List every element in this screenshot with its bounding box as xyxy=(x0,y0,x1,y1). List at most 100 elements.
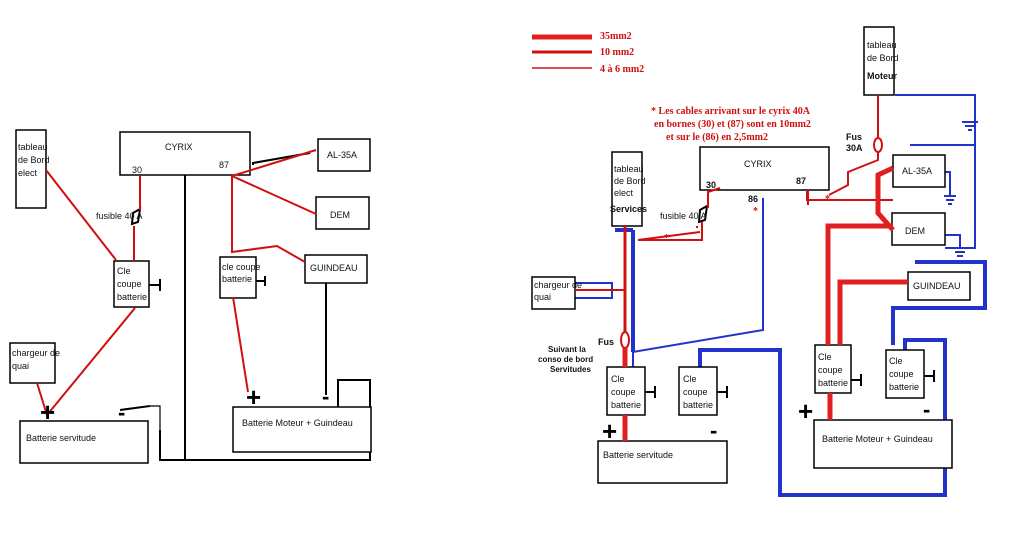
left-cle2-box xyxy=(219,256,257,299)
note-line-1: * Les cables arrivant sur le cyrix 40A xyxy=(651,106,811,117)
legend-label-4: 4 à 6 mm2 xyxy=(600,64,644,75)
right-a35-box xyxy=(892,154,946,188)
left-cyrix-label: CYRIX xyxy=(165,142,193,152)
left-cle1-label-3: batterie xyxy=(117,292,147,302)
right-terminal-87: 87 xyxy=(796,176,806,186)
right-tableau-serv-label-4: Services xyxy=(610,204,647,214)
left-guindeau-label: GUINDEAU xyxy=(310,263,358,273)
right-wire-dem-gnd xyxy=(945,234,961,248)
right-fusible-label: fusible 40 A xyxy=(660,211,707,221)
right-fuse-icon xyxy=(697,204,709,224)
right-star-87: * xyxy=(825,194,830,205)
right-a35-label: AL-35A xyxy=(902,166,932,176)
left-fusible-label: fusible 40 A xyxy=(96,211,143,221)
right-serv-minus: - xyxy=(710,418,717,443)
ground-icon-3 xyxy=(953,247,967,257)
right-guindeau-label: GUINDEAU xyxy=(913,281,961,291)
right-guindeau-box xyxy=(907,271,971,301)
right-cle2-label-3: batterie xyxy=(683,400,713,410)
left-tableau-label-3: elect xyxy=(18,168,38,178)
right-wire-35-guindeau xyxy=(837,279,908,345)
right-wire-35-dem-cle3 xyxy=(825,223,893,345)
left-chargeur-label-1: chargeur de xyxy=(12,348,60,358)
right-wire-35-a35-dem xyxy=(875,165,895,232)
left-wire-serv-neg2 xyxy=(150,405,161,430)
left-tableau-box xyxy=(15,129,47,209)
left-batt-serv-box xyxy=(19,420,149,464)
left-wire-chargeur xyxy=(36,382,48,416)
left-wire-tableau-cle xyxy=(45,169,117,261)
left-cyrix-box xyxy=(119,131,251,176)
right-cle4-label-3: batterie xyxy=(889,382,919,392)
right-cyrix-label: CYRIX xyxy=(744,159,772,169)
left-batt-serv-label: Batterie servitude xyxy=(26,433,96,443)
right-cle1-label-1: Cle xyxy=(611,374,625,384)
right-cle3-label-2: coupe xyxy=(818,365,843,375)
right-star-86: * xyxy=(753,206,758,217)
right-wire-neg-main xyxy=(698,338,947,497)
legend-label-10: 10 mm2 xyxy=(600,47,634,58)
right-cle2-switch-icon xyxy=(717,386,728,398)
right-cle4-label-2: coupe xyxy=(889,369,914,379)
left-serv-plus: + xyxy=(40,397,55,427)
left-terminal-30: 30 xyxy=(132,165,142,175)
left-tableau-label-2: de Bord xyxy=(18,155,50,165)
right-cle3-box xyxy=(814,344,852,394)
right-star-30: * xyxy=(664,233,669,244)
left-wire-87 xyxy=(252,152,311,165)
right-batt-mot-label: Batterie Moteur + Guindeau xyxy=(822,434,933,444)
right-wire-30 xyxy=(707,187,721,208)
left-cle1-label-2: coupe xyxy=(117,279,142,289)
right-tableau-serv-box xyxy=(611,151,643,227)
right-cle3-switch-icon xyxy=(851,374,862,386)
right-mot-minus: - xyxy=(923,397,930,422)
right-fus30-label-1: Fus xyxy=(846,132,862,142)
ground-icon-2 xyxy=(944,195,956,205)
left-terminal-87: 87 xyxy=(219,160,229,170)
right-cle2-label-2: coupe xyxy=(683,387,708,397)
left-cle2-switch-icon xyxy=(256,276,266,286)
left-chargeur-label-2: quai xyxy=(12,361,29,371)
left-guindeau-box xyxy=(304,254,368,284)
right-dem-box xyxy=(891,212,946,246)
right-mot-plus: + xyxy=(798,396,813,426)
right-tableau-moteur-label-2: de Bord xyxy=(867,53,899,63)
right-diagram: 35mm2 10 mm2 4 à 6 mm2 * Les cables arri… xyxy=(531,26,987,497)
right-suivant-label-3: Servitudes xyxy=(550,365,591,374)
right-cle3-label-3: batterie xyxy=(818,378,848,388)
right-wire-a35-gnd xyxy=(945,171,951,195)
left-batt-mot-label: Batterie Moteur + Guindeau xyxy=(242,418,353,428)
right-dem-label: DEM xyxy=(905,226,925,236)
right-cle1-switch-icon xyxy=(645,386,656,398)
left-dem-box xyxy=(315,196,370,230)
left-mot-plus: + xyxy=(246,382,261,412)
left-chargeur-box xyxy=(9,342,56,384)
ground-icon-1 xyxy=(962,121,978,131)
right-fus-label: Fus xyxy=(598,337,614,347)
left-serv-minus: - xyxy=(118,400,125,425)
right-cle2-label-1: Cle xyxy=(683,374,697,384)
left-wire-cle2-batt xyxy=(232,296,249,393)
left-wire-87-dem xyxy=(231,175,317,215)
right-wire-fuse-tableau xyxy=(638,222,703,241)
left-cle1-switch-icon xyxy=(149,279,161,291)
right-suivant-label-1: Suivant la xyxy=(548,345,586,354)
left-a35-label: AL-35A xyxy=(327,150,357,160)
right-cyrix-box xyxy=(699,146,830,191)
right-wire-fuse-link xyxy=(637,231,701,241)
right-cle4-box xyxy=(885,349,925,399)
legend-label-35: 35mm2 xyxy=(600,31,632,42)
right-cle4-label-1: Cle xyxy=(889,356,903,366)
right-tableau-serv-label-2: de Bord xyxy=(614,176,646,186)
right-wire-guindeau-blue xyxy=(891,260,987,345)
right-tableau-moteur-box xyxy=(863,26,895,96)
left-wire-87-a35 xyxy=(231,149,317,177)
right-fus-icon xyxy=(620,331,630,349)
left-dem-label: DEM xyxy=(330,210,350,220)
right-cle1-label-3: batterie xyxy=(611,400,641,410)
left-cle1-box xyxy=(113,260,150,308)
right-chargeur-box xyxy=(531,276,576,310)
right-wire-86-blue xyxy=(632,198,764,367)
right-cle3-label-1: Cle xyxy=(818,352,832,362)
